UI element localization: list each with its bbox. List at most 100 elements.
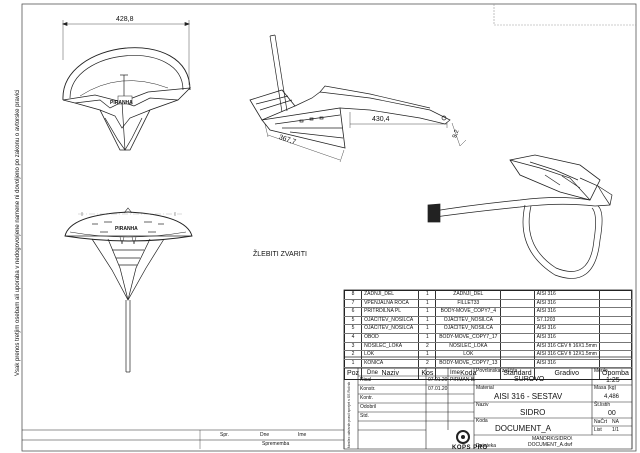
bom-cell [599, 299, 633, 309]
file-path: MANDRK\SIDRO\ [532, 436, 573, 442]
bom-cell: ZADNJI_DEL [361, 290, 420, 300]
material-label: Material [476, 385, 494, 391]
file-name: DOCUMENT_A.dwf [528, 442, 573, 448]
format-value: NA [612, 419, 619, 425]
dim-side-length: 430,4 [372, 116, 390, 123]
surface-value: SUROVO [514, 376, 545, 383]
bom-cell: BODY-MOVE_COPY7_17 [435, 333, 502, 343]
bom-cell: AISI 316 CEV fi 16X1.5mm [534, 342, 600, 352]
bom-cell: AISI 316 [534, 299, 600, 309]
bom-cell [599, 333, 633, 343]
bom-cell: OJACITEV_NOSILCA [435, 324, 502, 334]
front-view [64, 207, 193, 373]
tb-label: Std. [360, 413, 369, 419]
scale-value: 1:25 [606, 377, 620, 384]
bom-cell: LOK [361, 350, 420, 360]
bom-cell: OBOD [361, 333, 420, 343]
top-right-box [493, 4, 636, 26]
side-view [249, 34, 451, 149]
bom-cell: AISI 316 [534, 333, 600, 343]
bom-cell: 1 [418, 290, 437, 300]
format-label: NaČrt [594, 419, 608, 425]
bom-cell: FILLET33 [435, 299, 502, 309]
bom-cell: BODY-MOVE_COPY7_4 [435, 307, 502, 317]
bom-cell [599, 324, 633, 334]
tb-col-ime: Ime [450, 370, 461, 376]
bom-cell [599, 342, 633, 352]
bom-cell [500, 290, 535, 300]
bom-cell: 3 [344, 342, 363, 352]
bom-cell: 6 [344, 307, 363, 317]
tb-date: 07.01.20 [428, 386, 448, 392]
bom-cell [599, 316, 633, 326]
surface-label: Površinska zaščita [476, 368, 518, 374]
bom-cell: 2 [418, 359, 437, 369]
copyright-note: Vsak prenos tretjim osebam ali uporaba v… [15, 89, 21, 376]
bom-header-cell: Naziv [361, 367, 420, 381]
bom-cell [599, 350, 633, 360]
bom-cell [500, 307, 535, 317]
weld-note: ŽLEBITI ZVARITI [253, 251, 307, 258]
bom-cell: 1 [344, 359, 363, 369]
changes-col-dne: Dne [260, 432, 270, 438]
bom-cell: NOSILEC_LOKA [361, 342, 420, 352]
bom-cell: LOK [435, 350, 502, 360]
bom-cell: 7 [344, 299, 363, 309]
bom-cell: 2 [344, 350, 363, 360]
bom-cell: 1 [418, 299, 437, 309]
bom-header-cell: Opomba [599, 367, 633, 381]
bom-cell: 2 [418, 342, 437, 352]
sheet-border [21, 3, 637, 452]
code-label: Koda [476, 418, 488, 424]
bom-header-cell: Kos [418, 367, 437, 381]
logo-front: PIRANHA [115, 226, 138, 232]
drawing-no-label: Št.listih [594, 402, 611, 408]
bom-header-cell: Poz [344, 367, 363, 381]
bom-cell [500, 316, 535, 326]
bom-cell: S7.1203 [534, 316, 600, 326]
mass-value: 4,486 [604, 394, 620, 400]
kops-logo-text: KOPS PRO [452, 445, 488, 451]
side-dimensions [264, 112, 467, 163]
bom-cell [500, 299, 535, 309]
changes-col-spr: Spr. [220, 432, 229, 438]
bom-cell: ZADNJI_DEL [435, 290, 502, 300]
bom-cell: OJACITEV_NOSILCA [435, 316, 502, 326]
tb-label: Konstr. [360, 386, 376, 392]
bom-cell: 5 [344, 324, 363, 334]
bom-cell: KONICA [361, 359, 420, 369]
bom-cell: PRITRDILNA PL [361, 307, 420, 317]
bom-cell: 4 [344, 333, 363, 343]
dim-width: 428,8 [116, 16, 134, 23]
sheet-value: 1/1 [612, 427, 619, 433]
logo-top: PIRANHA [110, 100, 133, 106]
bom-cell: 5 [344, 316, 363, 326]
bom-cell: VPENJALNA ROCA [361, 299, 420, 309]
code-value: DOCUMENT_A [495, 424, 552, 433]
bom-cell: NOSILEC_LOKA [435, 342, 502, 352]
drawing-no-value: 00 [608, 410, 616, 417]
vertical-note: Nosilec odvisnih pravil sprejet s SS Roč… [347, 381, 351, 448]
bom-cell [500, 333, 535, 343]
bom-cell: AISI 316 [534, 307, 600, 317]
scale-label: Merilo [594, 368, 608, 374]
kops-logo-icon [456, 430, 470, 444]
sheet-label: List [594, 427, 602, 433]
bom-cell: OJACITEV_NOSILCA [361, 324, 420, 334]
name-label: Naziv [476, 402, 489, 408]
changes-label: Sprememba [262, 441, 290, 447]
bom-cell [599, 290, 633, 300]
bom-cell: 1 [418, 316, 437, 326]
bom-cell: 1 [418, 333, 437, 343]
bom-cell [500, 324, 535, 334]
isometric-view [427, 154, 613, 279]
bom-cell [599, 359, 633, 369]
